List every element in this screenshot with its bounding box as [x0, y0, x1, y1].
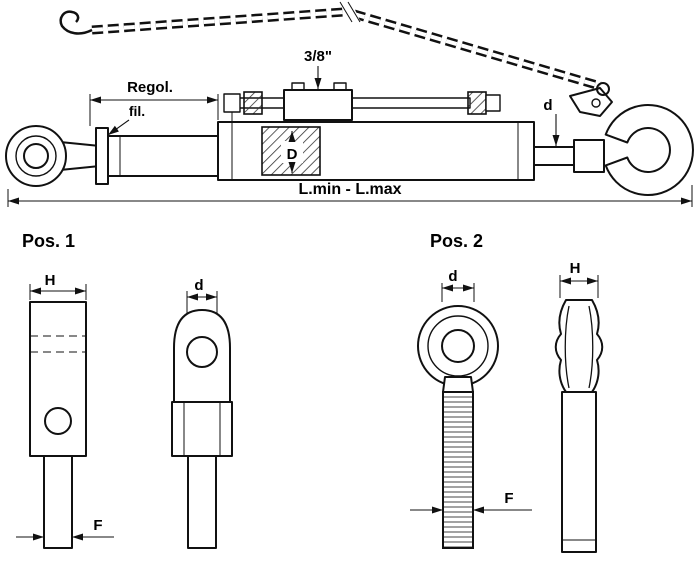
pos1-detail: Pos. 1 H F d	[16, 231, 233, 549]
valve-port-cap-right	[333, 82, 347, 91]
threaded-shaft	[442, 391, 474, 549]
pos2-shaft-label: F	[504, 490, 513, 507]
eye-bore-circle	[441, 329, 475, 363]
pos1-side-view: H F	[16, 272, 114, 549]
ball-joint-eye-end	[5, 125, 109, 187]
pos2-ball-diameter-label: d	[448, 268, 457, 285]
pos1-title: Pos. 1	[22, 231, 75, 251]
chain-clip-hook	[59, 10, 93, 35]
pos1-pin-diameter-label: d	[194, 277, 203, 294]
fitting-right	[467, 91, 487, 115]
ball-arc-right	[588, 305, 594, 389]
valve-port-cap-left	[291, 82, 305, 91]
elbow-left	[223, 93, 241, 113]
hose-size-label: 3/8"	[304, 48, 332, 65]
chain-attach-ring	[596, 82, 610, 96]
turnbuckle-tube	[107, 135, 219, 177]
claw-hook-body	[604, 104, 694, 196]
chain-segment-right-inner	[353, 12, 601, 88]
valve-block-assembly: 3/8"	[223, 48, 501, 122]
cap-right	[485, 94, 501, 112]
hook-end: d	[533, 82, 694, 196]
clevis-shaft	[43, 455, 73, 549]
pos2-front-view: d F	[410, 268, 532, 549]
pos2-title: Pos. 2	[430, 231, 483, 251]
safety-chain	[59, 0, 602, 91]
hook-latch	[569, 87, 613, 117]
bore-label-box	[281, 141, 303, 163]
chain-break-slash	[347, 1, 361, 23]
pin-hole	[44, 407, 72, 435]
lock-flange	[95, 127, 109, 185]
pos2-width-label: H	[570, 260, 581, 277]
cylinder-body: D	[217, 121, 535, 181]
adjustment-label: Regol.	[127, 79, 173, 96]
piston-rod	[533, 146, 575, 166]
length-dimension: L.min - L.max	[7, 181, 693, 207]
hook-shank	[573, 139, 605, 173]
pos1-shaft-label: F	[93, 517, 102, 534]
eye-side-profile	[554, 299, 604, 393]
hose-right	[351, 97, 471, 109]
clevis-pin-hole	[186, 336, 218, 368]
main-assembly: D 3/8" d	[5, 48, 694, 207]
adjustment-tube	[107, 135, 219, 177]
thread-leader-line	[107, 119, 130, 136]
rod-diameter-label: d	[543, 97, 552, 114]
chain-break-slash	[339, 1, 353, 23]
length-label: L.min - L.max	[298, 181, 401, 198]
pos1-width-label: H	[45, 272, 56, 289]
side-shaft	[561, 391, 597, 553]
eye-bore-hole	[23, 143, 49, 169]
valve-block	[283, 89, 353, 121]
pos1-front-view: d	[171, 277, 233, 549]
eye-neck-front	[442, 376, 474, 393]
thread-label: fil.	[129, 103, 145, 119]
clevis-front-shaft	[187, 455, 217, 549]
chain-break-gap	[340, 0, 362, 29]
latch-pivot-pin	[591, 98, 601, 108]
pos2-detail: Pos. 2 d F H	[410, 231, 604, 553]
clevis-jaw-block	[171, 401, 233, 457]
chain-segment-left-inner	[91, 10, 345, 32]
pos2-side-view: H	[554, 260, 604, 553]
bore-dim-label: D	[287, 146, 298, 163]
adjustment-dimension: Regol.	[89, 79, 219, 126]
ball-arc-left	[564, 305, 570, 389]
fitting-left	[243, 91, 263, 115]
thread-callout: fil.	[107, 103, 145, 136]
